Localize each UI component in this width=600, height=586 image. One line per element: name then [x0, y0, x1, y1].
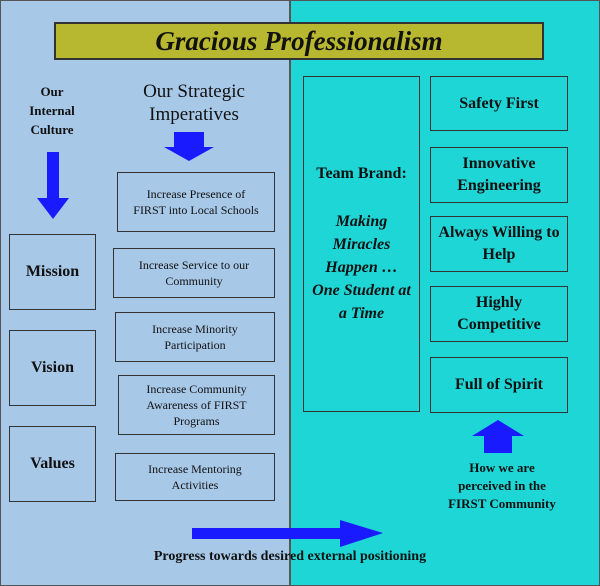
perceived-caption: How we are perceived in the FIRST Commun… — [448, 460, 556, 511]
attribute-box: Highly Competitive — [430, 286, 568, 342]
attribute-box: Full of Spirit — [430, 357, 568, 413]
imperative-item: Increase Community Awareness of FIRST Pr… — [118, 375, 275, 435]
attribute-box: Always Willing to Help — [430, 216, 568, 272]
attribute-box: Innovative Engineering — [430, 147, 568, 203]
progress-caption: Progress towards desired external positi… — [153, 549, 427, 564]
team-brand-label: Team Brand: — [316, 164, 407, 182]
vision-box: Vision — [9, 330, 96, 406]
team-brand-slogan: Making Miracles Happen … One Student at … — [312, 212, 411, 322]
imperative-item: Increase Presence of FIRST into Local Sc… — [117, 172, 275, 232]
values-box: Values — [9, 426, 96, 502]
team-brand-box: Team Brand: Making Miracles Happen … One… — [303, 76, 420, 412]
mission-box: Mission — [9, 234, 96, 310]
down-arrow-icon — [164, 132, 214, 161]
imperative-item: Increase Mentoring Activities — [115, 453, 275, 501]
title-banner: Gracious Professionalism — [54, 22, 544, 60]
attribute-box: Safety First — [430, 76, 568, 131]
internal-culture-heading: Our Internal Culture — [29, 84, 75, 137]
imperative-item: Increase Minority Participation — [115, 312, 275, 362]
down-arrow-icon — [37, 152, 69, 219]
external-panel — [290, 0, 600, 586]
right-arrow-icon — [192, 520, 383, 547]
internal-panel — [0, 0, 290, 586]
strategic-imperatives-heading: Our Strategic Imperatives — [143, 81, 245, 125]
imperative-item: Increase Service to our Community — [113, 248, 275, 298]
up-arrow-icon — [472, 420, 524, 453]
